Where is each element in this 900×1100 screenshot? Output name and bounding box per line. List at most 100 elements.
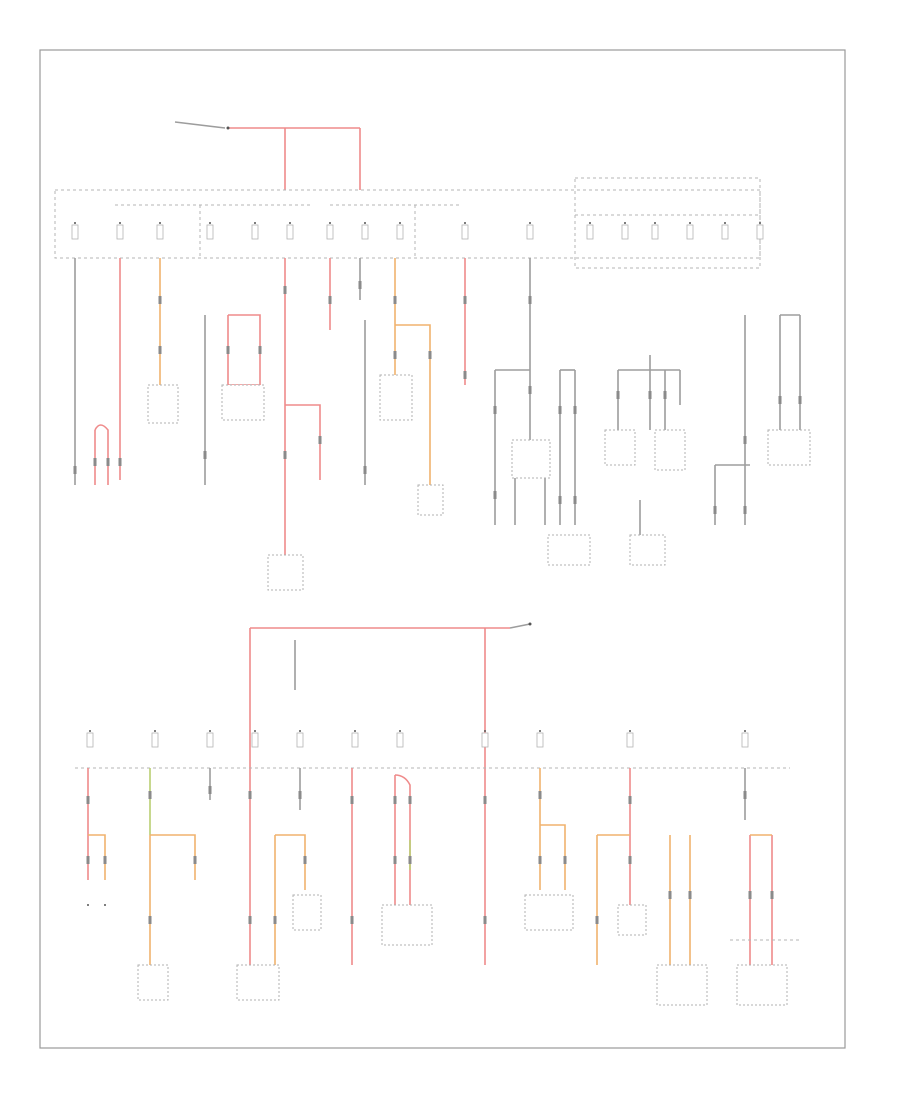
connector bbox=[350, 916, 354, 924]
connector bbox=[558, 406, 562, 414]
component-box bbox=[292, 894, 322, 931]
connector bbox=[628, 796, 632, 804]
fuse-terminal bbox=[364, 222, 366, 224]
fuse bbox=[251, 224, 259, 240]
connector bbox=[493, 406, 497, 414]
fuse bbox=[586, 224, 594, 240]
connector bbox=[86, 796, 90, 804]
fuse bbox=[526, 224, 534, 240]
component-box bbox=[604, 429, 636, 466]
fuse-terminal bbox=[399, 730, 401, 732]
fuse bbox=[156, 224, 164, 240]
connector bbox=[298, 791, 302, 799]
fuse bbox=[626, 732, 634, 748]
fuse-terminal bbox=[289, 222, 291, 224]
fuse-terminal bbox=[589, 222, 591, 224]
component-box bbox=[511, 439, 551, 479]
connector bbox=[743, 791, 747, 799]
fuse bbox=[71, 224, 79, 240]
connector bbox=[118, 458, 122, 466]
connector bbox=[203, 451, 207, 459]
connector bbox=[616, 391, 620, 399]
fuse bbox=[286, 224, 294, 240]
connector bbox=[393, 351, 397, 359]
component-box bbox=[267, 554, 304, 591]
connector bbox=[93, 458, 97, 466]
component-box bbox=[617, 904, 647, 936]
connector bbox=[528, 386, 532, 394]
component-box bbox=[221, 384, 265, 421]
component-box bbox=[236, 964, 280, 1001]
connector bbox=[778, 396, 782, 404]
connector bbox=[258, 346, 262, 354]
terminal bbox=[104, 904, 106, 906]
terminal bbox=[87, 904, 89, 906]
fuse bbox=[116, 224, 124, 240]
fuse bbox=[396, 732, 404, 748]
component-box bbox=[379, 374, 413, 421]
fuse-terminal bbox=[744, 730, 746, 732]
power-source-top bbox=[174, 121, 361, 190]
connector bbox=[573, 496, 577, 504]
connector bbox=[283, 451, 287, 459]
wire bbox=[540, 824, 566, 890]
connector bbox=[318, 436, 322, 444]
fuse bbox=[296, 732, 304, 748]
connector bbox=[573, 406, 577, 414]
component-box bbox=[654, 429, 686, 471]
bottom-wires bbox=[86, 768, 800, 965]
connector bbox=[148, 791, 152, 799]
fuse bbox=[351, 732, 359, 748]
fuse-terminal bbox=[724, 222, 726, 224]
connector bbox=[743, 506, 747, 514]
connector bbox=[106, 458, 110, 466]
connector bbox=[538, 791, 542, 799]
connector bbox=[103, 856, 107, 864]
connector bbox=[538, 856, 542, 864]
component-box bbox=[629, 534, 666, 566]
fuse-terminal bbox=[299, 730, 301, 732]
fuse-terminal bbox=[399, 222, 401, 224]
fuse-terminal bbox=[74, 222, 76, 224]
fuse bbox=[756, 224, 764, 240]
fuse-terminal bbox=[464, 222, 466, 224]
component-box bbox=[736, 964, 788, 1006]
connector bbox=[248, 791, 252, 799]
fuse-terminal bbox=[759, 222, 761, 224]
fuse bbox=[251, 732, 259, 748]
fuse-terminal bbox=[119, 222, 121, 224]
fuse bbox=[206, 224, 214, 240]
fuse-terminal bbox=[209, 730, 211, 732]
connector bbox=[748, 891, 752, 899]
fuse-terminal bbox=[209, 222, 211, 224]
connector bbox=[428, 351, 432, 359]
fuse-terminal bbox=[539, 730, 541, 732]
fuse-terminal bbox=[159, 222, 161, 224]
connector bbox=[208, 786, 212, 794]
connector bbox=[558, 496, 562, 504]
connector bbox=[408, 856, 412, 864]
fuse-terminal bbox=[254, 222, 256, 224]
connector bbox=[648, 391, 652, 399]
fuse bbox=[361, 224, 369, 240]
fuse bbox=[206, 732, 214, 748]
component-box bbox=[547, 534, 591, 566]
connector bbox=[350, 796, 354, 804]
connector bbox=[493, 491, 497, 499]
connector bbox=[86, 856, 90, 864]
component-box bbox=[767, 429, 811, 466]
top-components bbox=[147, 374, 811, 591]
connector bbox=[668, 891, 672, 899]
component-box bbox=[417, 484, 444, 516]
connector bbox=[563, 856, 567, 864]
connector bbox=[273, 916, 277, 924]
fuse bbox=[686, 224, 694, 240]
connector bbox=[73, 466, 77, 474]
connector bbox=[248, 916, 252, 924]
fuse bbox=[151, 732, 159, 748]
connector bbox=[158, 346, 162, 354]
connector bbox=[463, 371, 467, 379]
fuse bbox=[721, 224, 729, 240]
fuse bbox=[621, 224, 629, 240]
